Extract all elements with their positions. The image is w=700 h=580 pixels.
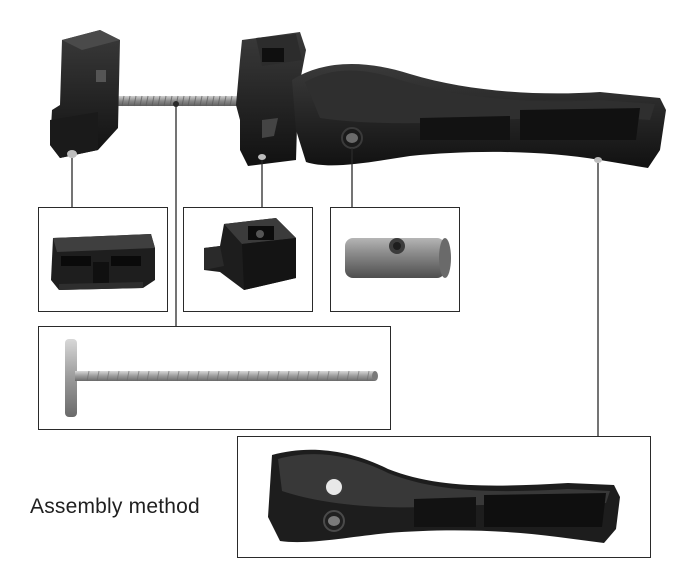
t-screw-panel <box>38 326 391 430</box>
jaw-pad-panel <box>38 207 168 312</box>
barrel-nut-panel <box>330 207 460 312</box>
slider-block-icon <box>204 218 296 290</box>
t-screw-icon <box>65 339 378 417</box>
slider-block-panel <box>183 207 313 312</box>
assembled-jaw-pad <box>50 30 120 158</box>
assembly-caption: Assembly method <box>30 495 200 518</box>
clamp-handle-icon <box>268 449 620 543</box>
clamp-handle-panel <box>237 436 651 558</box>
barrel-nut-icon <box>345 238 451 278</box>
leader-lines <box>71 105 599 436</box>
jaw-pad-icon <box>51 234 155 290</box>
assembled-handle <box>292 63 666 168</box>
assembled-slider-block <box>236 32 306 166</box>
